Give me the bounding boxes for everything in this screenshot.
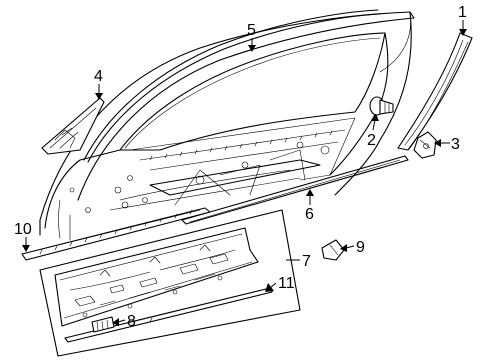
door-frame [39,11,415,241]
bracket [413,131,437,159]
callout-10: 10 [14,221,32,238]
callout-8: 8 [127,313,136,330]
belt-moulding [181,155,409,225]
callout-6: 6 [305,206,314,223]
mirror-patch-trim [41,97,105,155]
callout-leaders [22,20,467,326]
b-pillar-trim [397,32,473,151]
callout-4: 4 [94,68,103,85]
trim-panel-box [39,209,301,357]
callout-5: 5 [247,22,256,39]
weatherstrip [21,207,211,261]
callout-9: 9 [356,239,365,256]
callout-1: 1 [458,4,467,21]
callout-labels: 1 2 3 4 5 6 7 8 9 10 11 [14,4,467,330]
roof-moulding [83,9,381,163]
callout-11: 11 [278,275,295,292]
clip-fastener [369,96,394,116]
small-clip [321,239,345,261]
callout-7: 7 [302,253,311,270]
callout-2: 2 [367,132,376,149]
callout-3: 3 [451,136,460,153]
